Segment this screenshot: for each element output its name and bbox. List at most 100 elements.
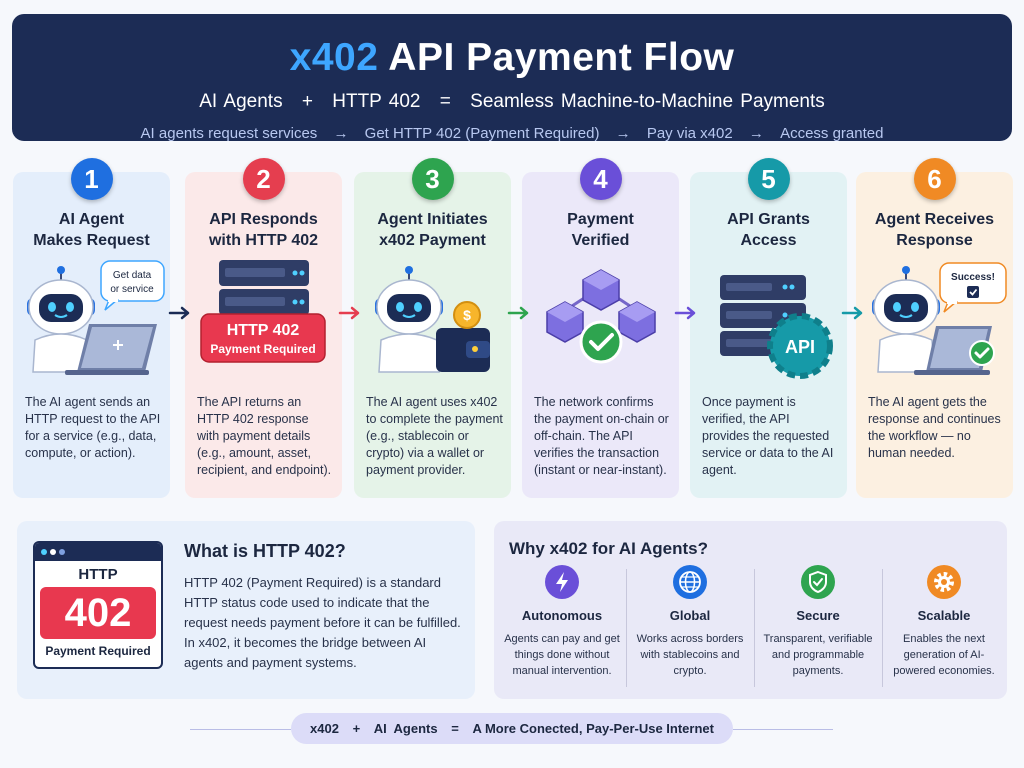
bubble-text: Success!	[951, 272, 995, 283]
feature-description: Enables the next generation of AI-powere…	[893, 633, 995, 677]
step-title: API Grants Access	[696, 209, 841, 251]
flow-arrow-icon	[168, 306, 190, 320]
divider	[626, 569, 627, 687]
subtitle-part: AI Agents	[199, 91, 283, 112]
checkbox-icon	[967, 286, 979, 298]
footer-part: A More Conected, Pay-Per-Use Internet	[472, 721, 714, 736]
badge-status-code: 402	[40, 587, 156, 639]
divider	[882, 569, 883, 687]
shield-icon	[801, 565, 835, 599]
error-code: HTTP 402	[227, 322, 300, 339]
panel-text: HTTP 402 (Payment Required) is a standar…	[184, 575, 461, 670]
error-banner: HTTP 402 Payment Required	[200, 313, 326, 363]
step-number-badge: 2	[242, 158, 285, 200]
tagline-arrow: →	[615, 125, 631, 142]
step-description: Once payment is verified, the API provid…	[702, 395, 834, 477]
check-icon	[969, 340, 995, 366]
step-card-3: 3 Agent Initiates x402 Payment $ The AI …	[354, 158, 511, 498]
feature-secure: Secure Transparent, verifiable and progr…	[758, 565, 878, 691]
feature-name: Secure	[796, 608, 840, 623]
coin-icon: $	[453, 301, 481, 329]
flow-arrow-icon	[674, 306, 696, 320]
error-text: Payment Required	[210, 342, 315, 356]
server-error-illustration: HTTP 402 Payment Required	[200, 260, 326, 363]
step-number-badge: 1	[70, 158, 113, 200]
step-title-line: x402 Payment	[379, 232, 486, 249]
robot-icon	[872, 266, 940, 373]
footer-rule	[190, 729, 291, 730]
step-title: Agent Initiates x402 Payment	[360, 209, 505, 251]
step-title-line: Agent Initiates	[377, 211, 488, 228]
step-title-line: Payment	[567, 211, 634, 228]
step-title: AI Agent Makes Request	[19, 209, 164, 251]
server-api-illustration: API	[720, 275, 833, 379]
flow-arrow-icon	[507, 306, 529, 320]
page-title: x402 API Payment Flow	[12, 36, 1012, 80]
tagline: AI agents request services → Get HTTP 40…	[12, 125, 1012, 142]
lightning-icon	[545, 565, 579, 599]
step-title-line: Access	[740, 232, 797, 249]
laptop-icon	[65, 324, 157, 375]
bubble-text: Get data	[113, 270, 152, 281]
tagline-step: AI agents request services	[140, 125, 318, 142]
footer-part: x402	[310, 721, 339, 736]
step-description: The API returns an HTTP 402 response wit…	[197, 395, 332, 477]
step-card-1: 1 AI Agent Makes Request Get data	[13, 158, 170, 498]
step-card-6: 6 Agent Receives Response	[856, 158, 1013, 498]
http402-badge: HTTP 402 Payment Required	[33, 541, 163, 669]
http402-info-panel: HTTP 402 Payment Required What is HTTP 4…	[17, 521, 475, 699]
feature-name: Global	[669, 608, 711, 623]
speech-bubble: Get data or service	[100, 260, 165, 311]
step-number-badge: 3	[411, 158, 454, 200]
feature-global: Global Works across borders with stablec…	[630, 565, 750, 691]
api-badge-text: API	[785, 337, 815, 357]
speech-bubble: Success!	[939, 262, 1007, 313]
subtitle-part: Seamless Machine-to-Machine Payments	[470, 91, 825, 112]
step-title-line: API Responds	[209, 211, 318, 228]
gear-icon: API	[767, 313, 833, 379]
title-accent: x402	[289, 36, 379, 79]
step-title-line: with HTTP 402	[208, 232, 319, 249]
footer-part: AI Agents	[373, 721, 438, 736]
feature-scalable: Scalable Enables the next generation of …	[884, 565, 1004, 691]
footer-operator: =	[451, 721, 459, 736]
step-title-line: AI Agent	[58, 211, 125, 228]
tagline-arrow: →	[333, 125, 349, 142]
step-title-line: Makes Request	[33, 232, 150, 249]
globe-icon	[673, 565, 707, 599]
bubble-text: or service	[110, 284, 154, 295]
feature-description: Agents can pay and get things done witho…	[504, 633, 620, 677]
header-banner: x402 API Payment Flow AI Agents + HTTP 4…	[12, 14, 1012, 142]
step-title: Agent Receives Response	[862, 209, 1007, 251]
robot-icon	[375, 266, 443, 373]
step-card-4: 4 Payment Verified The network confirms …	[522, 158, 679, 498]
tagline-step: Access granted	[780, 125, 884, 142]
feature-description: Works across borders with stablecoins an…	[636, 633, 744, 677]
step-number-badge: 4	[579, 158, 622, 200]
blockchain-icon	[546, 269, 656, 343]
step-title: API Responds with HTTP 402	[191, 209, 336, 251]
badge-status-text: Payment Required	[45, 644, 151, 658]
subtitle-operator: +	[301, 91, 313, 112]
blockchain-illustration	[546, 269, 656, 364]
step-description: The network confirms the payment on-chai…	[534, 395, 669, 477]
robot-wallet-illustration: $	[375, 266, 490, 373]
panel-title: What is HTTP 402?	[184, 541, 346, 561]
step-title-line: Verified	[571, 232, 630, 249]
feature-name: Scalable	[917, 608, 971, 623]
window-titlebar	[35, 543, 161, 561]
subtitle-part: HTTP 402	[332, 91, 421, 112]
wallet-icon	[436, 328, 490, 372]
robot-laptop-illustration: Get data or service	[27, 260, 165, 375]
tagline-step: Get HTTP 402 (Payment Required)	[364, 125, 600, 142]
step-description: The AI agent sends an HTTP request to th…	[25, 395, 161, 460]
subtitle: AI Agents + HTTP 402 = Seamless Machine-…	[12, 91, 1012, 113]
panel-title: Why x402 for AI Agents?	[509, 539, 708, 558]
footer-operator: +	[352, 721, 361, 736]
feature-autonomous: Autonomous Agents can pay and get things…	[502, 565, 622, 691]
flow-arrow-icon	[841, 306, 863, 320]
tagline-arrow: →	[748, 125, 764, 142]
step-description: The AI agent gets the response and conti…	[868, 395, 1001, 460]
badge-http-label: HTTP	[78, 566, 118, 583]
footer-rule	[733, 729, 833, 730]
